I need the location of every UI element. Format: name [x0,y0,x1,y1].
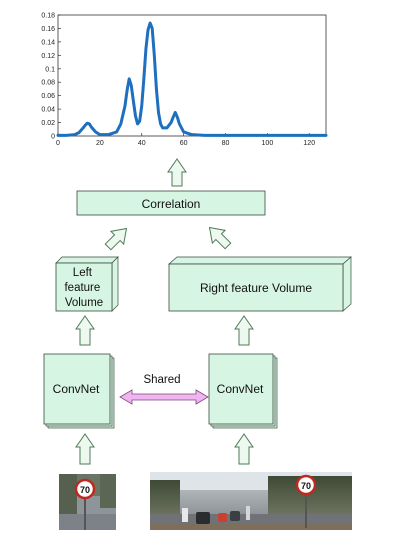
arrow-chart-from-correlation [167,158,187,187]
right-convnet: ConvNet [208,353,278,429]
x-tick-label: 60 [180,140,188,147]
x-tick-label: 80 [222,140,230,147]
left-convnet: ConvNet [43,353,115,429]
y-tick-label: 0.14 [41,39,55,46]
x-tick-label: 120 [303,140,315,147]
arrow-right-image-to-convnet [234,433,254,465]
arrow-right-convnet-to-volume [234,315,254,346]
left-image-patch: 70 [59,474,116,530]
y-tick-label: 0.08 [41,80,55,87]
x-tick-label: 0 [56,140,60,147]
left-volume-line-1: Left [73,267,93,279]
y-tick-label: 0.02 [41,120,55,127]
y-tick-label: 0.18 [41,13,55,20]
disparity-chart: 0 0.02 0.04 0.06 0.08 0.1 0.12 0.14 0.16 0.18 0 20… [41,13,328,147]
left-volume-line-3: Volume [65,297,103,309]
correlation-box: Correlation [76,190,266,216]
x-tick-label: 100 [262,140,274,147]
right-convnet-label: ConvNet [217,382,264,396]
correlation-label: Correlation [142,197,201,211]
series-line [56,21,328,137]
left-feature-volume: Left feature Volume [55,256,119,312]
shared-label: Shared [143,374,180,386]
y-tick-label: 0.12 [41,53,55,60]
x-tick-label: 20 [96,140,104,147]
y-axis: 0 0.02 0.04 0.06 0.08 0.1 0.12 0.14 0.16 0.18 [41,13,61,141]
arrow-right-to-correlation [208,226,232,250]
x-tick-label: 40 [138,140,146,147]
left-feature-volume-label: Left feature Volume [64,267,103,309]
right-feature-volume-label: Right feature Volume [200,281,312,295]
left-volume-line-2: feature [64,282,100,294]
y-tick-label: 0 [51,134,55,141]
y-tick-label: 0.16 [41,26,55,33]
right-feature-volume: Right feature Volume [168,256,352,312]
y-tick-label: 0.06 [41,93,55,100]
speed-sign-icon: 70 [74,478,96,500]
y-tick-label: 0.1 [45,66,55,73]
right-image-strip: 70 [150,472,352,530]
arrow-left-to-correlation [104,227,128,251]
chart-plot-area [57,14,327,137]
arrow-left-image-to-convnet [75,433,95,465]
left-convnet-label: ConvNet [53,382,100,396]
left-sign-text: 70 [80,485,90,495]
y-tick-label: 0.04 [41,107,55,114]
arrow-left-convnet-to-volume [75,315,95,346]
shared-weights-arrow: Shared [119,374,209,405]
speed-sign-icon: 70 [295,474,317,496]
right-sign-text: 70 [301,481,311,491]
